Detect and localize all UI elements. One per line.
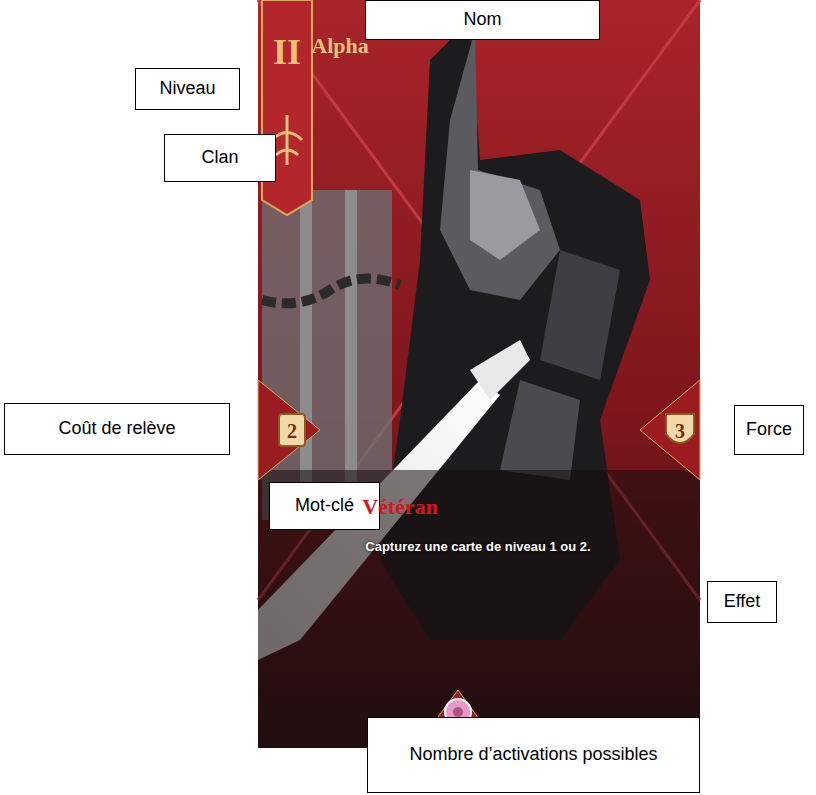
roman-level: II [273, 31, 301, 73]
effect-text: Capturez une carte de niveau 1 ou 2. [365, 539, 590, 554]
callout-text: Niveau [159, 77, 215, 100]
callout-text: Clan [201, 146, 238, 169]
callout-text: Nombre d’activations possibles [409, 743, 657, 766]
callout-box: Force [734, 405, 804, 455]
card-name: Alpha [311, 33, 368, 59]
callout-box: Coût de relève [4, 403, 230, 455]
keyword: Vétéran [362, 494, 438, 520]
callout-text: Mot-clé [295, 494, 354, 517]
callout-box: Nom [365, 0, 600, 40]
callout-text: Effet [724, 590, 761, 613]
callout-text: Nom [463, 8, 501, 31]
callout-box: Effet [707, 581, 777, 623]
callout-text: Coût de relève [58, 417, 175, 440]
cost-number: 2 [287, 420, 297, 443]
callout-box: Nombre d’activations possibles [367, 717, 700, 793]
callout-box: Niveau [135, 68, 240, 110]
callout-text: Force [746, 418, 792, 441]
strength-number: 3 [675, 420, 685, 443]
callout-box: Clan [164, 134, 276, 182]
